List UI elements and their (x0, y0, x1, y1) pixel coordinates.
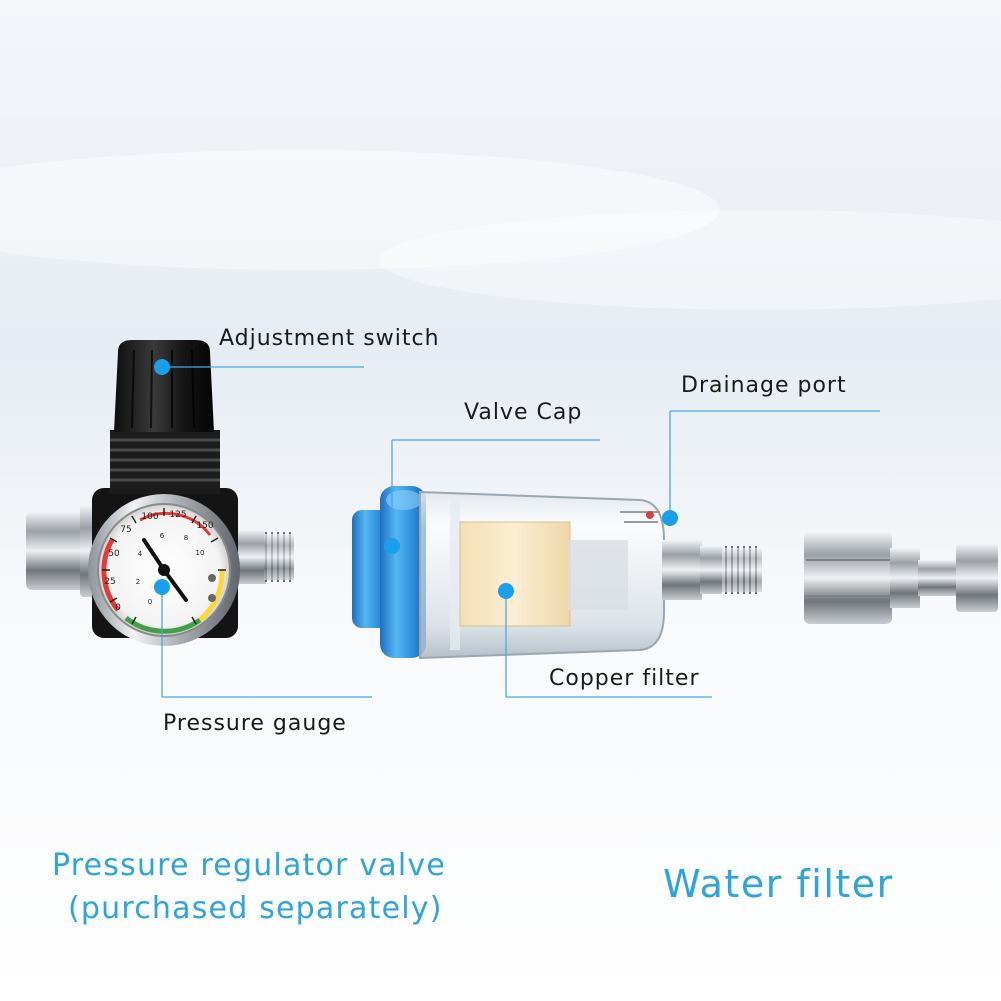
gauge-tick-inner-5: 10 (196, 549, 205, 557)
gauge-tick-outer-2: 50 (108, 549, 120, 559)
caption-water-filter: Water filter (663, 862, 894, 906)
caption-regulator-line2: (purchased separately) (68, 891, 443, 926)
gauge-tick-outer-3: 75 (120, 525, 131, 535)
gauge-tick-inner-0: 0 (148, 598, 152, 606)
label-drainage-port: Drainage port (681, 373, 847, 398)
pressure-gauge-dot (154, 579, 170, 595)
pressure-regulator: 0 25 50 75 100 125 150 0 2 4 6 8 10 (26, 340, 294, 646)
gauge-tick-outer-0: 0 (115, 603, 121, 613)
adjustment-switch-dot (154, 359, 170, 375)
gauge-tick-inner-2: 4 (138, 550, 143, 558)
label-adjustment-switch: Adjustment switch (219, 326, 440, 351)
quick-coupler (804, 532, 998, 624)
callout-lines (161, 366, 880, 698)
gauge-tick-inner-4: 8 (184, 534, 188, 542)
gauge-tick-outer-4: 100 (141, 512, 158, 522)
label-copper-filter: Copper filter (549, 666, 700, 691)
drainage-port-dot (662, 510, 678, 526)
caption-regulator-line1: Pressure regulator valve (52, 848, 447, 883)
gauge-tick-inner-1: 2 (136, 578, 140, 586)
copper-filter-dot (498, 583, 514, 599)
gauge-tick-inner-3: 6 (160, 532, 165, 540)
valve-cap-dot (384, 538, 400, 554)
gauge-tick-outer-5: 125 (169, 510, 186, 520)
gauge-tick-outer-6: 150 (196, 521, 213, 531)
gauge-tick-outer-1: 25 (104, 577, 115, 587)
label-pressure-gauge: Pressure gauge (163, 711, 347, 736)
label-valve-cap: Valve Cap (464, 400, 583, 425)
